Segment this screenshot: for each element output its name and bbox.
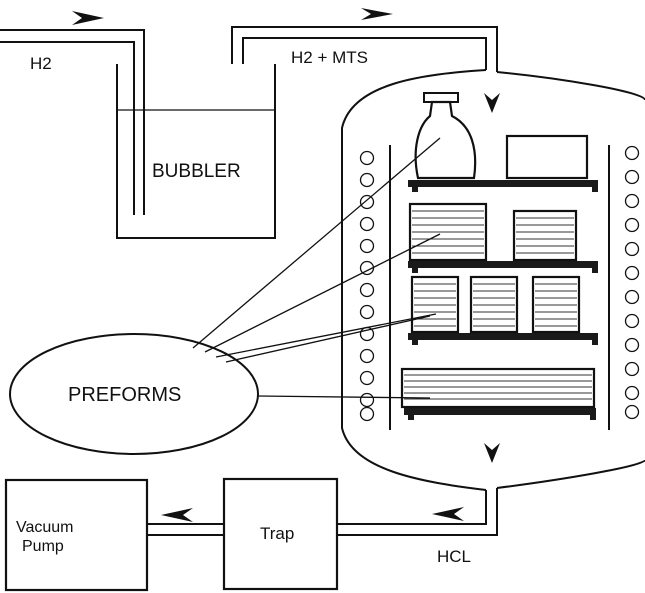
h2-mts-pipe [231,26,498,72]
block-preform [505,134,589,180]
h2-label: H2 [30,54,52,73]
h2-mts-label: H2 + MTS [291,48,368,67]
bottle-preform [414,92,477,180]
heating-coils-right [624,145,640,420]
striped-preform-row3-2 [469,275,519,334]
preforms-label: PREFORMS [68,384,181,406]
trap-to-pump-pipe [147,523,224,536]
bubbler-label: BUBBLER [152,161,241,182]
heating-coils-left [359,150,375,422]
striped-preform-row2-left [408,202,488,262]
shelf-middle-upper [408,261,598,273]
gas-flow-down-arrow-bottom [484,443,500,463]
vacuum-pump-label-line1: Vacuum [16,519,74,536]
shelf-middle-lower [408,333,598,345]
shelf-top [408,180,598,192]
striped-preform-bottom-plate [400,367,596,409]
preforms-ellipse [9,333,259,455]
exhaust-pipe [337,488,498,536]
pump-flow-arrow [161,508,193,522]
striped-preform-row3-1 [410,275,460,334]
hcl-flow-arrow [432,507,464,521]
gas-flow-down-arrow-top [484,93,500,113]
striped-preform-row2-right [512,209,578,262]
bubbler-vessel [116,64,276,239]
hcl-label: HCL [437,547,471,566]
preforms-leader-lines [192,137,441,399]
h2-mts-flow-arrow [361,8,393,20]
striped-preform-row3-3 [531,275,581,334]
trap-label: Trap [260,524,294,543]
vacuum-pump-box [4,478,149,592]
h2-flow-arrow [72,11,104,25]
h2-inlet-pipe [0,29,145,215]
reactor-vessel [341,69,645,491]
trap-box [222,477,339,591]
vacuum-pump-label-line2: Pump [22,538,64,555]
shelf-bottom [404,408,596,420]
